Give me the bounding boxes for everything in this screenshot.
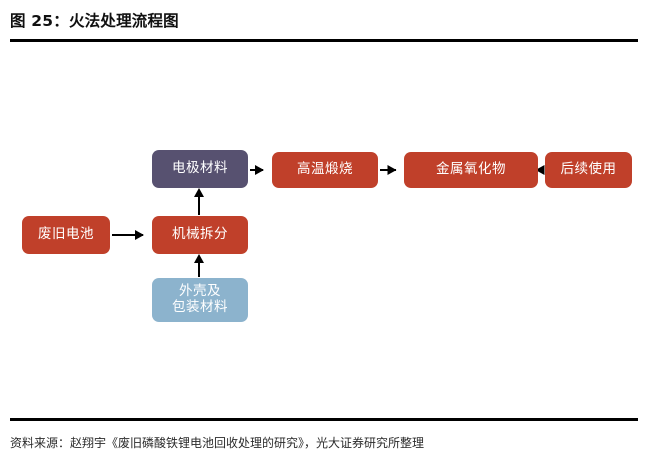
page-title: 图 25：火法处理流程图 [10,12,179,30]
node-waste-battery[interactable]: 废旧电池 [22,216,110,254]
node-mechanical-dismantling[interactable]: 机械拆分 [152,216,248,254]
node-electrode-material[interactable]: 电极材料 [152,150,248,188]
node-shell-and-packaging-material[interactable]: 外壳及 包装材料 [152,278,248,322]
arrow-shell-to-dismantle [194,254,204,277]
arrow-dismantle-to-electrode [194,188,204,215]
node-high-temperature-calcination[interactable]: 高温煅烧 [272,152,378,188]
node-subsequent-use[interactable]: 后续使用 [545,152,632,188]
flowchart-canvas: 废旧电池 机械拆分 电极材料 外壳及 包装材料 高温煅烧 金属氧化物 后续使用 [0,44,648,416]
node-metal-oxide[interactable]: 金属氧化物 [404,152,538,188]
arrow-electrode-to-calcination [250,165,264,175]
source-note: 资料来源：赵翔宇《废旧磷酸铁锂电池回收处理的研究》，光大证券研究所整理 [10,436,425,450]
title-divider [10,39,638,42]
footer-divider [10,418,638,421]
arrow-waste-to-dismantle [112,230,144,240]
